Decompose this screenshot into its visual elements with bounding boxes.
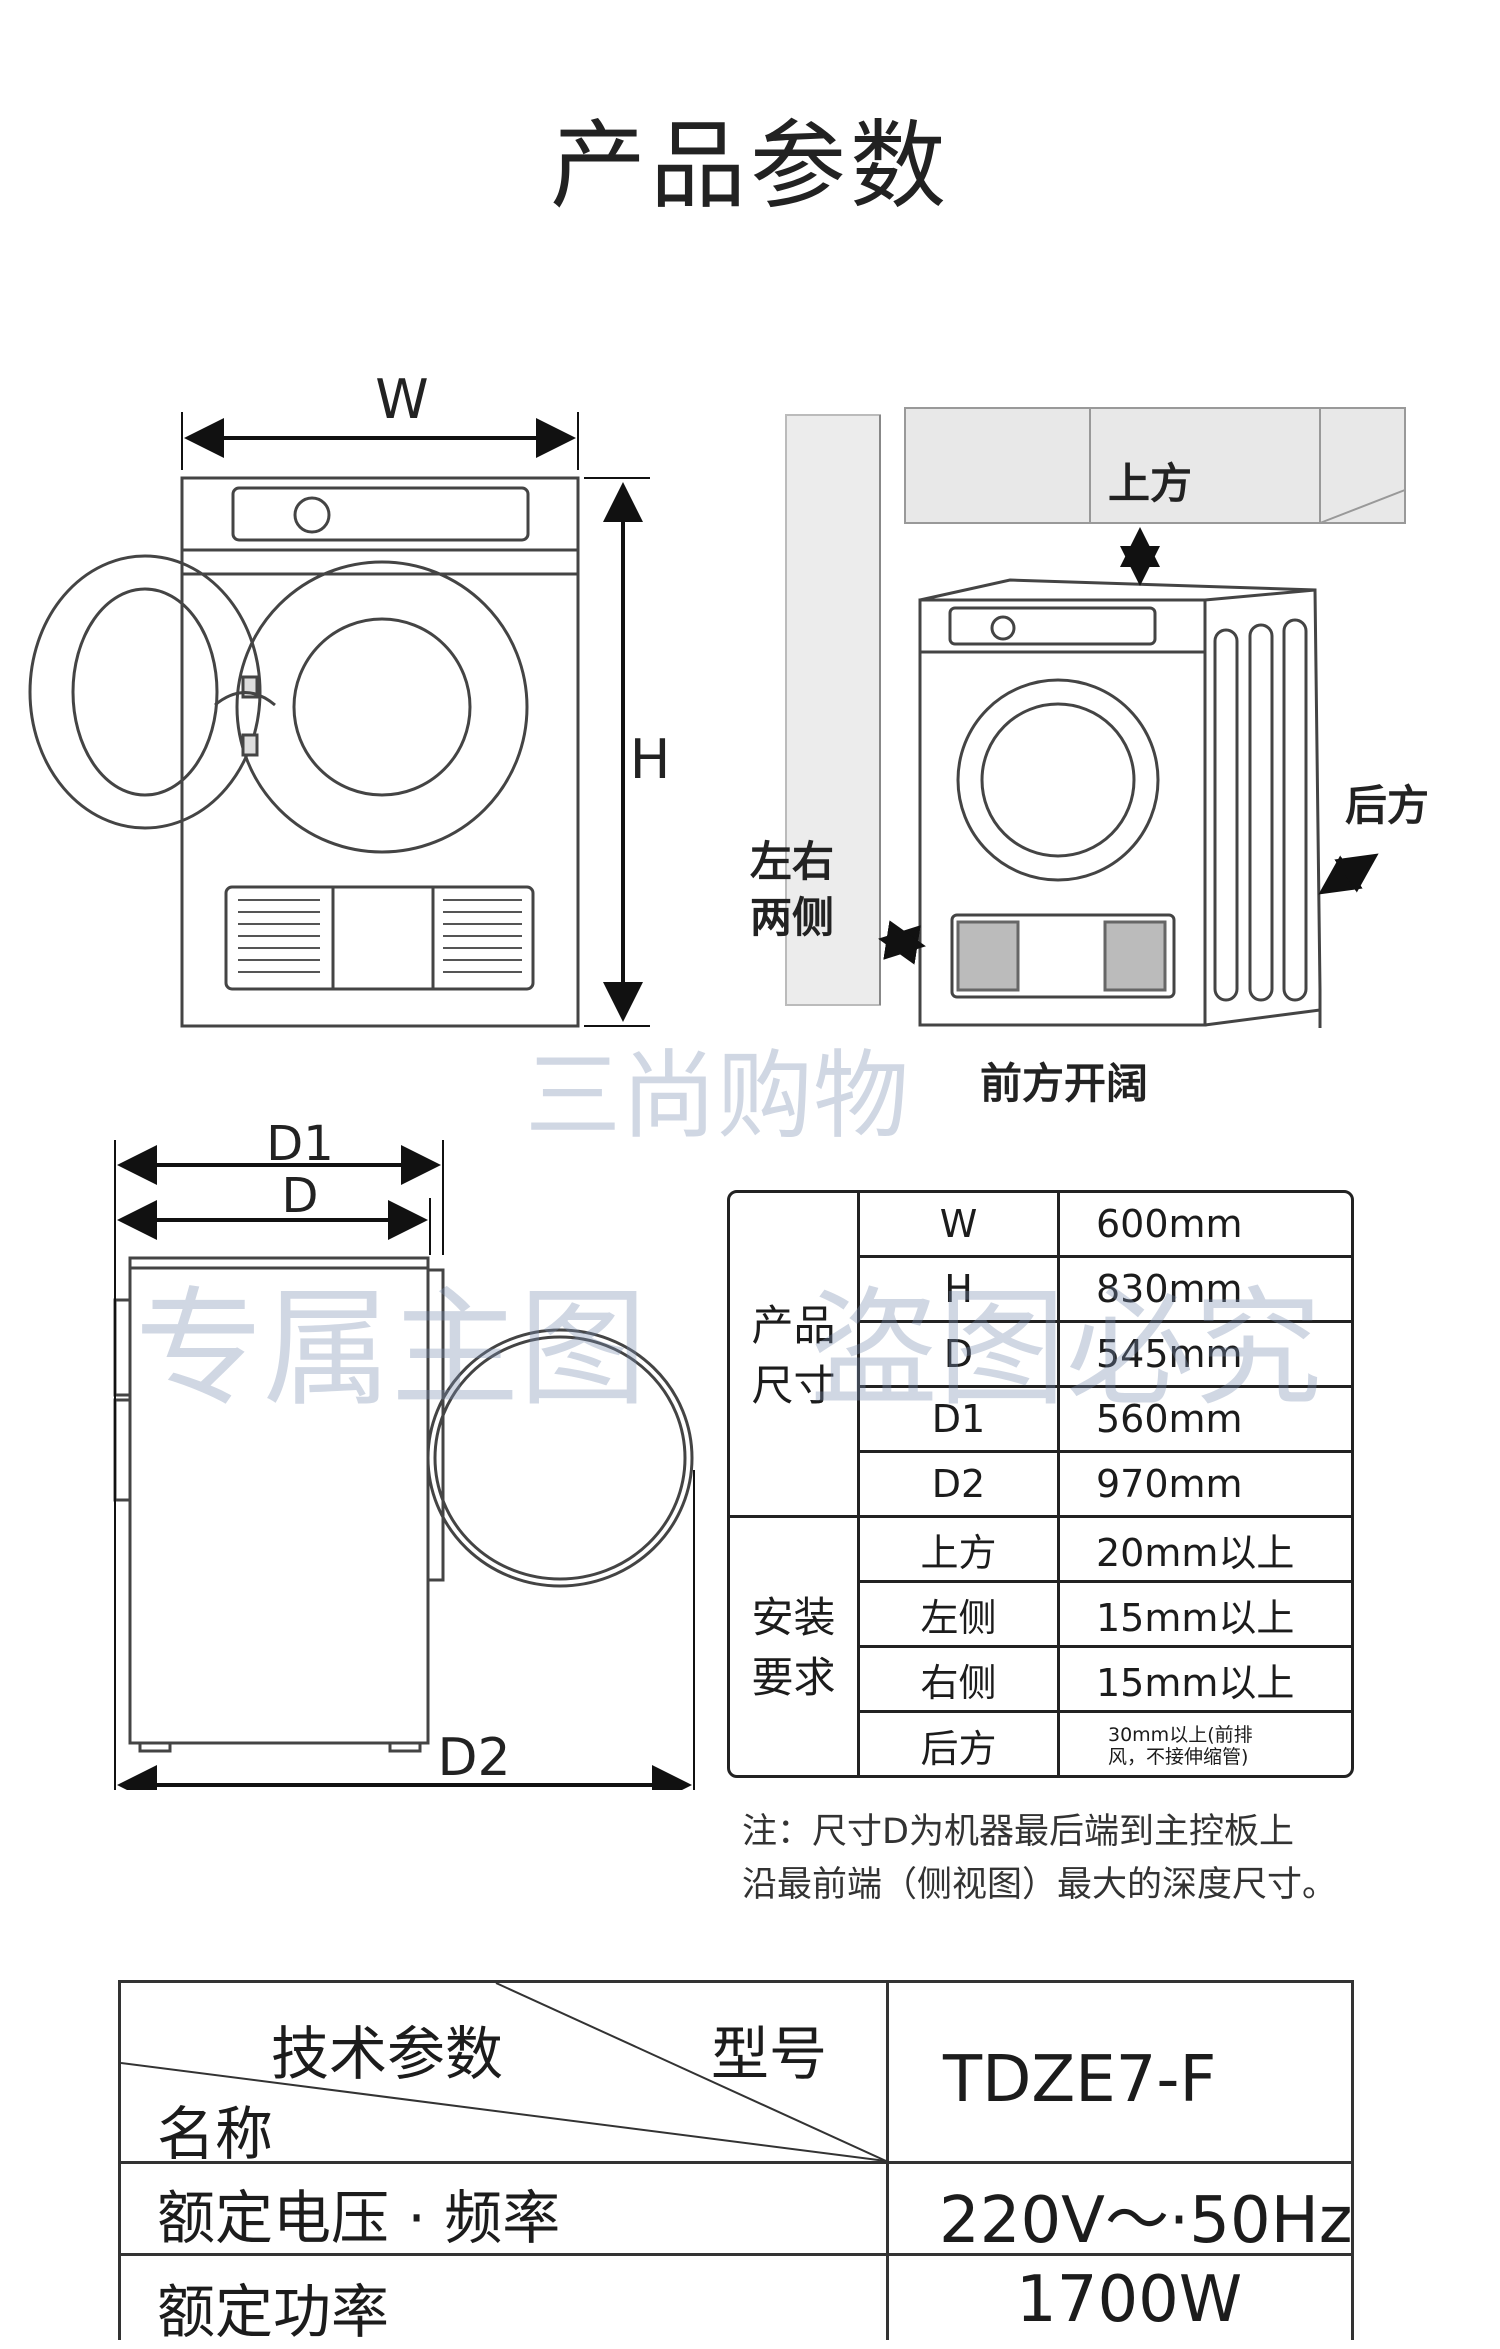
page-title: 产品参数 — [550, 110, 950, 222]
side-view — [113, 1256, 694, 1753]
install-arrows — [878, 527, 1379, 965]
table-row: 后方 30mm以上(前排 风，不接伸缩管) — [860, 1713, 1351, 1775]
label-front: 前方开阔 — [980, 1059, 1148, 1108]
front-view — [28, 476, 580, 1028]
header-model: 型号 — [711, 2020, 828, 2088]
row-name: 额定功率 — [157, 2278, 390, 2346]
row-key: 右侧 — [860, 1648, 1060, 1710]
row-key: D2 — [860, 1453, 1060, 1515]
row-key: D — [860, 1323, 1060, 1385]
tech-spec-table: 技术参数 型号 名称 TDZE7-F 额定电压 · 频率 220V～·50Hz … — [118, 1980, 1354, 2346]
row-key: 左侧 — [860, 1583, 1060, 1645]
row-key: H — [860, 1258, 1060, 1320]
row-value: 1700W — [1016, 2263, 1243, 2337]
label-top: 上方 — [1108, 459, 1192, 508]
row-value: 600mm — [1096, 1202, 1243, 1246]
row-value: 20mm以上 — [1096, 1530, 1295, 1575]
label-sides-2: 两侧 — [750, 893, 834, 942]
table-row: D1 560mm — [860, 1388, 1351, 1453]
model-value: TDZE7-F — [943, 2043, 1217, 2117]
tech-row-divider — [121, 2161, 1351, 2164]
group-install-req-line1: 安装 — [751, 1593, 836, 1642]
front-dimension-lines — [181, 412, 650, 1027]
header-diagonals — [121, 1983, 887, 2162]
note-line2: 沿最前端（侧视图）最大的深度尺寸。 — [742, 1865, 1338, 1905]
side-dimension-lines — [114, 1140, 695, 1790]
dimension-note: 注：尺寸D为机器最后端到主控板上 沿最前端（侧视图）最大的深度尺寸。 — [742, 1806, 1362, 1912]
label-d2: D2 — [437, 1728, 510, 1788]
table-row: W 600mm — [860, 1193, 1351, 1258]
table-row: 右侧 15mm以上 — [860, 1648, 1351, 1713]
row-value: 545mm — [1096, 1332, 1243, 1376]
row-value: 15mm以上 — [1096, 1660, 1295, 1705]
front-vents — [238, 899, 522, 973]
table-row: 左侧 15mm以上 — [860, 1583, 1351, 1648]
header-name: 名称 — [157, 2100, 274, 2168]
label-back: 后方 — [1345, 781, 1429, 830]
install-view — [785, 407, 1406, 1006]
row-value: 220V～·50Hz — [939, 2184, 1353, 2258]
row-value: 30mm以上(前排 风，不接伸缩管) — [1060, 1713, 1351, 1775]
row-key: W — [860, 1193, 1060, 1255]
header-tech-params: 技术参数 — [271, 2020, 504, 2088]
size-table: 产品 尺寸 安装 要求 W 600mm H 830mm D 545mm D1 5… — [727, 1190, 1354, 1778]
watermark-shop: 三尚购物 — [525, 1040, 909, 1152]
row-value-line2: 风，不接伸缩管) — [1108, 1745, 1249, 1768]
label-d: D — [282, 1168, 319, 1224]
table-row: D 545mm — [860, 1323, 1351, 1388]
row-value-line1: 30mm以上(前排 — [1108, 1723, 1253, 1746]
row-value: 970mm — [1096, 1462, 1243, 1506]
row-name: 额定电压 · 频率 — [157, 2184, 561, 2252]
row-value: 15mm以上 — [1096, 1595, 1295, 1640]
label-w: W — [375, 368, 428, 431]
group-product-size-line2: 尺寸 — [751, 1360, 836, 1410]
row-key: D1 — [860, 1388, 1060, 1450]
row-value: 830mm — [1096, 1267, 1243, 1311]
group-product-size-line1: 产品 — [751, 1300, 836, 1350]
watermark-right: 盗图必究 — [810, 1275, 1323, 1424]
watermark-left: 专属主图 — [135, 1275, 648, 1424]
row-value: 560mm — [1096, 1397, 1243, 1441]
table-row: 上方 20mm以上 — [860, 1518, 1351, 1583]
install-dryer — [918, 578, 1322, 1028]
label-d1: D1 — [266, 1116, 334, 1172]
tech-row-divider — [121, 2253, 1351, 2256]
table-row: H 830mm — [860, 1258, 1351, 1323]
label-sides-1: 左右 — [750, 837, 834, 886]
row-key: 上方 — [860, 1518, 1060, 1580]
group-install-req: 安装 要求 — [730, 1518, 860, 1775]
label-h: H — [630, 728, 671, 791]
group-product-size: 产品 尺寸 — [730, 1193, 860, 1518]
row-key: 后方 — [860, 1713, 1060, 1775]
table-row: D2 970mm — [860, 1453, 1351, 1518]
dimension-diagrams: W H 上方 左右 两侧 后方 前方开阔 — [28, 368, 1429, 1790]
note-line1: 注：尺寸D为机器最后端到主控板上 — [742, 1812, 1294, 1852]
group-install-req-line2: 要求 — [751, 1653, 836, 1702]
